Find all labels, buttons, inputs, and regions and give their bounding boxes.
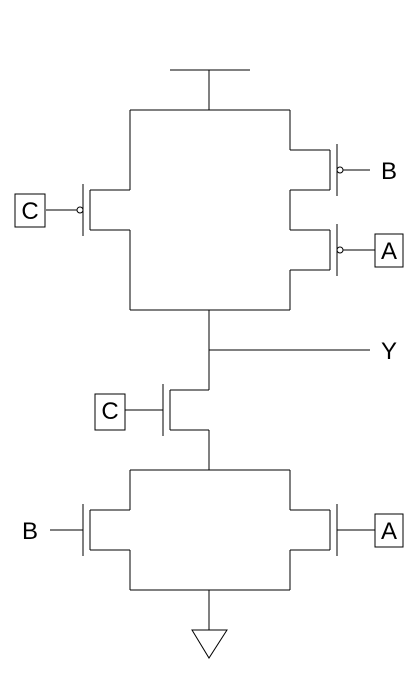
output-label: Y [381, 338, 397, 365]
pmos-transistor-a: A [290, 224, 404, 276]
output-node: Y [208, 310, 397, 390]
nmos-a-input-label: A [381, 518, 397, 545]
nmos-transistor-c: C [94, 384, 210, 470]
pmos-c-input-label: C [21, 198, 38, 225]
pmos-b-input-label: B [381, 158, 397, 185]
pull-up-network [129, 109, 291, 311]
nmos-c-input-label: C [101, 398, 118, 425]
vdd-rail [170, 69, 250, 110]
nmos-c-input-box [94, 393, 126, 431]
nmos-transistor-a: A [290, 504, 404, 556]
ground-icon [191, 590, 228, 659]
pull-down-network [129, 469, 291, 591]
pmos-b-bubble [336, 166, 344, 174]
nmos-b-input-label: B [22, 518, 38, 545]
pmos-a-bubble [336, 246, 344, 254]
nmos-a-input-box [374, 513, 404, 548]
pmos-transistor-c: C [14, 184, 130, 236]
pmos-transistor-b: B [290, 144, 397, 196]
pmos-c-input-box [14, 193, 46, 228]
nmos-transistor-b: B [22, 504, 130, 556]
pmos-a-input-box [374, 233, 404, 268]
pmos-c-bubble [76, 206, 84, 214]
pmos-a-input-label: A [381, 238, 397, 265]
